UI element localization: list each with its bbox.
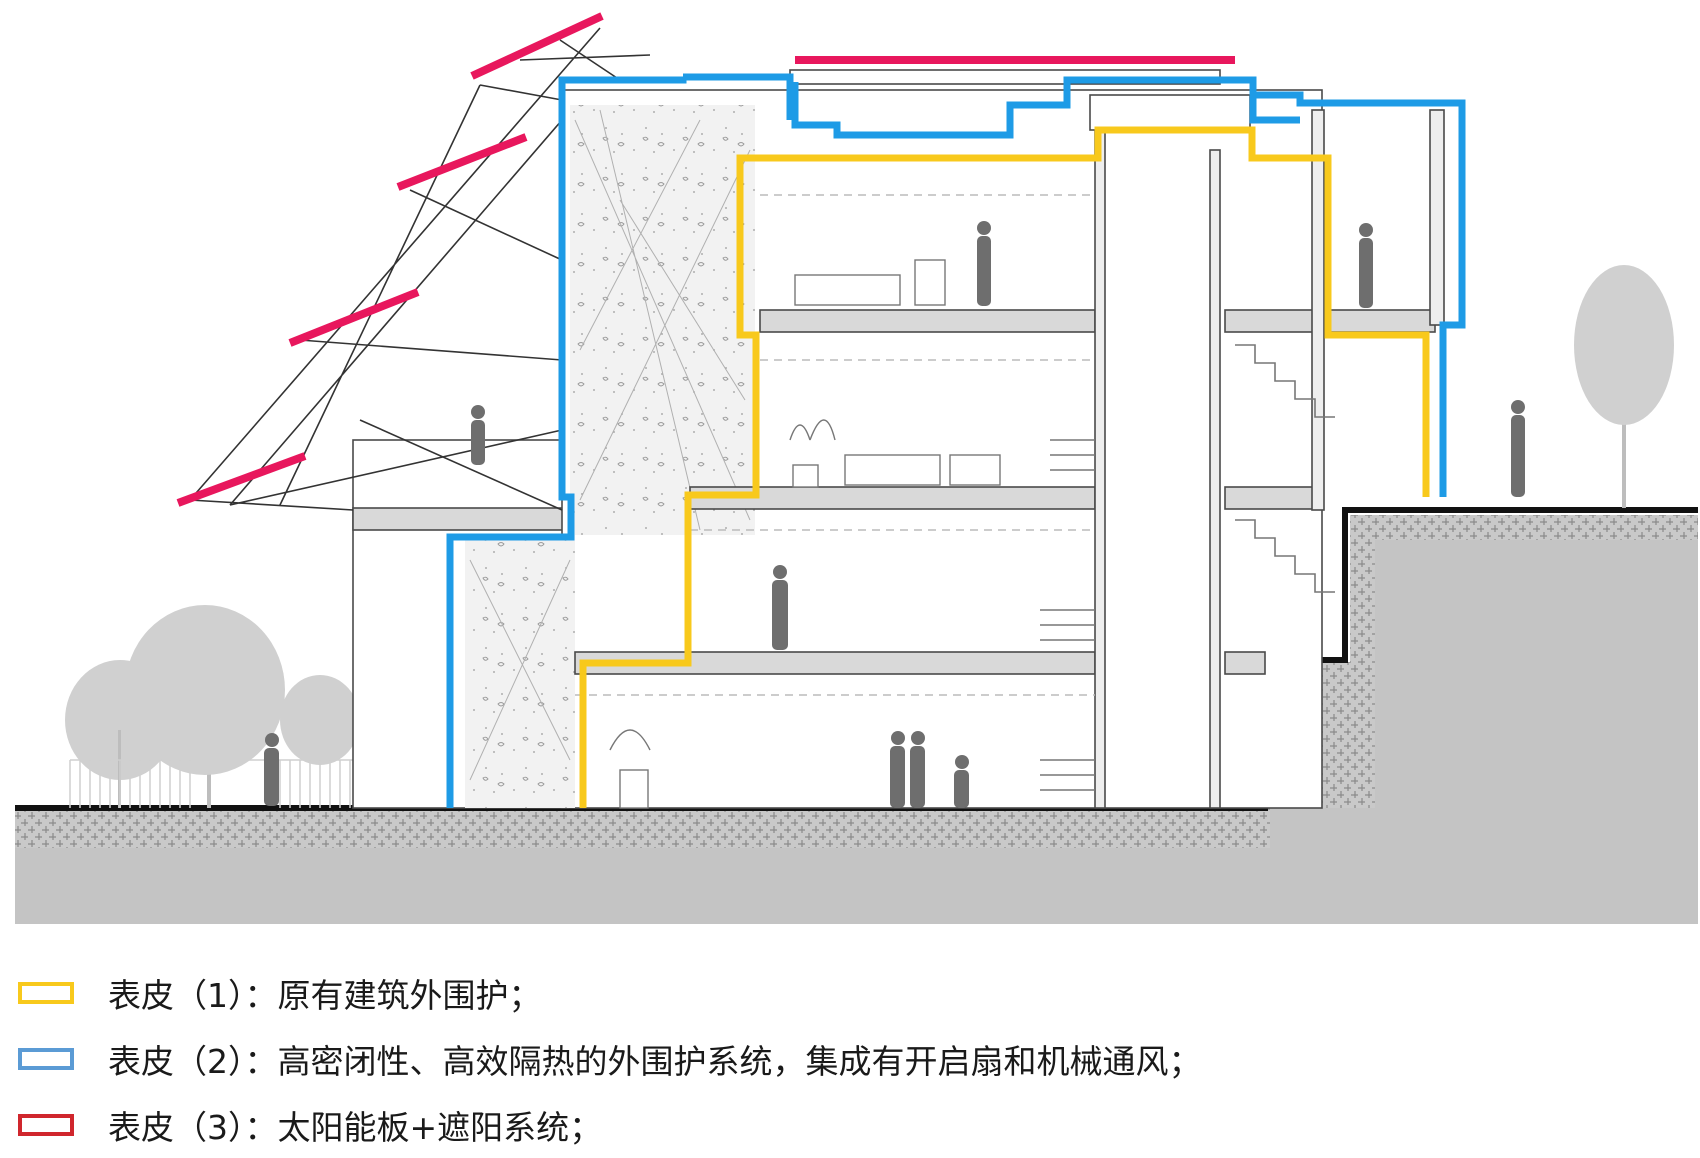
legend-item-skin-3: 表皮（3）： 太阳能板+遮阳系统； — [18, 1092, 1678, 1158]
legend-swatch-skin-1 — [18, 982, 74, 1004]
legend-item-skin-2: 表皮（2）： 高密闭性、高效隔热的外围护系统，集成有开启扇和机械通风； — [18, 1026, 1678, 1092]
solar-truss — [189, 27, 651, 511]
people-silhouettes — [264, 221, 1525, 808]
legend-label-skin-2: 表皮（2）： — [108, 1042, 278, 1081]
skin-2-outline-link — [683, 73, 1300, 124]
furniture — [609, 259, 1001, 809]
legend-swatch-skin-2 — [18, 1048, 74, 1070]
solar-panels — [176, 12, 1235, 507]
legend: 表皮（1）： 原有建筑外围护； 表皮（2）： 高密闭性、高效隔热的外围护系统，集… — [18, 960, 1678, 1158]
legend-desc-skin-3: 太阳能板+遮阳系统； — [277, 1108, 603, 1147]
legend-desc-skin-2: 高密闭性、高效隔热的外围护系统，集成有开启扇和机械通风； — [277, 1042, 1202, 1081]
legend-label-skin-3: 表皮（3）： — [108, 1108, 278, 1147]
building-structure — [352, 69, 1445, 809]
background-trees — [65, 265, 1674, 808]
skin-1-outline — [579, 126, 1430, 808]
legend-label-skin-1: 表皮（1）： — [108, 976, 278, 1015]
legend-swatch-skin-3 — [18, 1114, 74, 1136]
building-section-drawing — [15, 12, 1698, 924]
legend-desc-skin-1: 原有建筑外围护； — [277, 976, 542, 1015]
legend-item-skin-1: 表皮（1）： 原有建筑外围护； — [18, 960, 1678, 1026]
fence — [69, 759, 355, 808]
skin-2-outline — [446, 76, 1466, 808]
